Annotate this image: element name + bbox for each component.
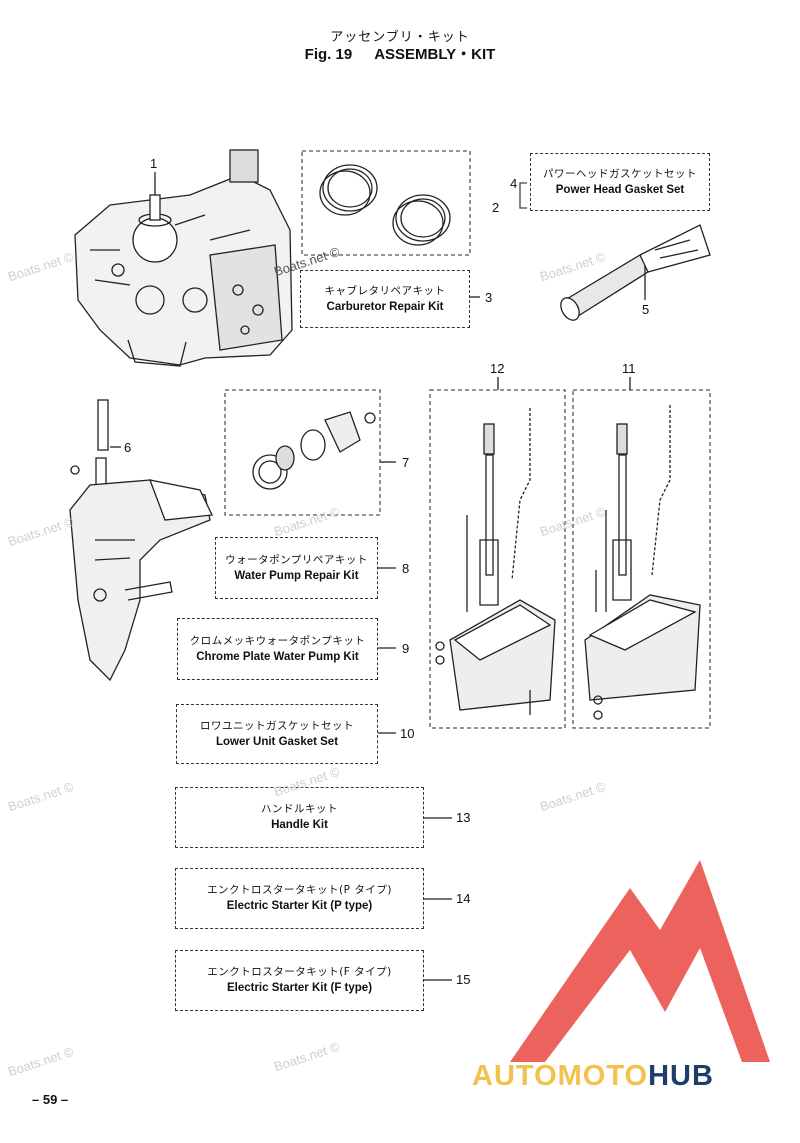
gearcase-kit-12-illustration (435, 408, 556, 715)
lower-unit-illustration (69, 399, 213, 682)
kit-label-jp: エンクトロスタータキット(F タイプ) (207, 966, 392, 978)
brand-logo-mark (510, 860, 770, 1062)
figure-title-japanese: アッセンブリ・キット (330, 30, 470, 45)
brand-wordmark: AUTOMOTOHUB (472, 1060, 714, 1093)
o-ring-kit-illustration (319, 164, 451, 246)
part-number-9: 9 (402, 641, 410, 656)
kit-label-jp: キャブレタリペアキット (324, 284, 446, 297)
kit-label-jp: ハンドルキット (261, 803, 338, 815)
kit-box-carburetor-repair: キャブレタリペアキット Carburetor Repair Kit (300, 270, 470, 328)
kit-box-starter-p-type: エンクトロスタータキット(P タイプ) Electric Starter Kit… (175, 868, 424, 929)
brand-part-2: HUB (648, 1060, 714, 1092)
kit-label-en: Lower Unit Gasket Set (215, 735, 339, 748)
kit-label-jp: ロワユニットガスケットセット (200, 719, 354, 732)
kit-label-jp: エンクトロスタータキット(P タイプ) (207, 884, 392, 896)
kit-label-jp: パワーヘッドガスケットセット (543, 167, 697, 180)
part-number-12: 12 (490, 361, 505, 376)
kit-label-jp: クロムメッキウォータポンプキット (189, 634, 366, 647)
part-number-15: 15 (456, 972, 471, 987)
kit-label-en: Power Head Gasket Set (555, 183, 685, 196)
kit-label-en: Carburetor Repair Kit (326, 300, 444, 313)
kit-box-starter-f-type: エンクトロスタータキット(F タイプ) Electric Starter Kit… (175, 950, 424, 1011)
kit-label-en: Electric Starter Kit (P type) (226, 900, 373, 912)
kit-box-water-pump-repair: ウォータポンプリペアキット Water Pump Repair Kit (215, 537, 378, 599)
part-number-4: 4 (510, 176, 518, 191)
brand-part-1: AUTOMOTO (472, 1060, 649, 1092)
part-number-7: 7 (402, 455, 410, 470)
kit-label-jp: ウォータポンプリペアキット (225, 553, 368, 566)
figure-number: Fig. 19 (304, 46, 353, 63)
part-number-6: 6 (124, 440, 132, 455)
water-pump-kit-illustration (252, 411, 376, 490)
kit-label-en: Handle Kit (271, 819, 328, 831)
kit-box-chrome-plate-pump: クロムメッキウォータポンプキット Chrome Plate Water Pump… (177, 618, 378, 680)
page-number: – 59 – (32, 1092, 69, 1107)
part-number-11: 11 (622, 361, 636, 376)
kit-label-en: Water Pump Repair Kit (234, 569, 359, 582)
part-number-8: 8 (402, 561, 410, 576)
figure-title-english: ASSEMBLY・KIT (374, 46, 496, 63)
figure-title: Fig. 19 ASSEMBLY・KIT (0, 43, 800, 64)
gearcase-kit-11-illustration (584, 405, 701, 720)
part-number-2: 2 (492, 200, 500, 215)
part-number-13: 13 (456, 810, 471, 825)
part-number-3: 3 (485, 290, 493, 305)
handle-grip-illustration (560, 224, 711, 321)
part-number-5: 5 (642, 302, 650, 317)
part-number-1: 1 (150, 156, 158, 171)
part-number-10: 10 (400, 726, 415, 741)
kit-box-power-head-gasket: パワーヘッドガスケットセット Power Head Gasket Set (530, 153, 710, 211)
kit-box-handle: ハンドルキット Handle Kit (175, 787, 424, 848)
power-head-illustration (74, 149, 293, 367)
kit-label-en: Chrome Plate Water Pump Kit (196, 650, 359, 663)
kit-box-lower-unit-gasket: ロワユニットガスケットセット Lower Unit Gasket Set (176, 704, 378, 764)
part-number-14: 14 (456, 891, 471, 906)
kit-label-en: Electric Starter Kit (F type) (226, 982, 373, 994)
